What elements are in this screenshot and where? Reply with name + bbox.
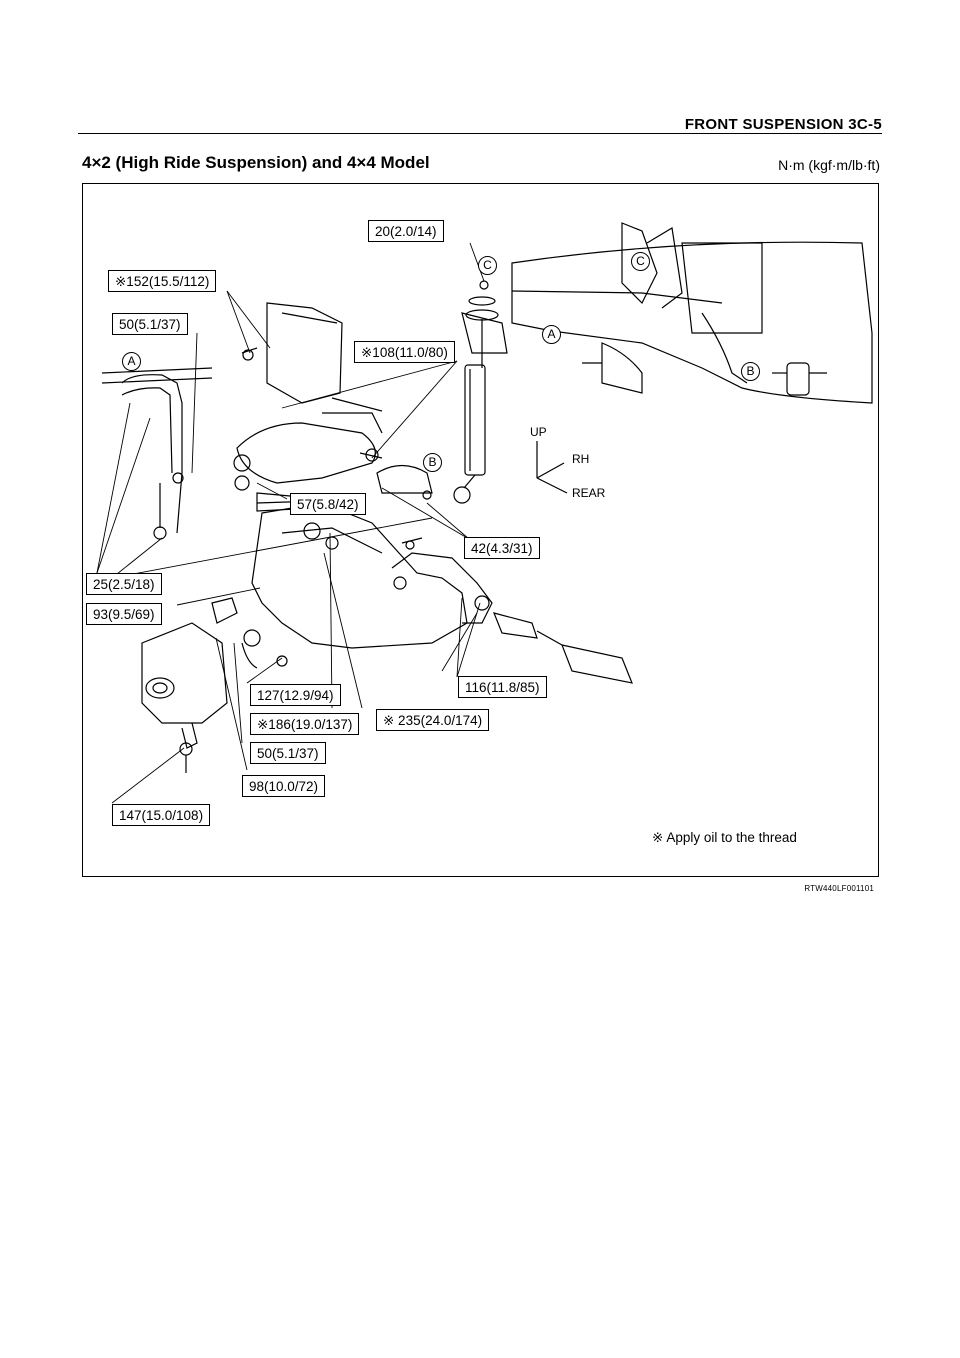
bump-stopper [376,464,433,500]
suspension-diagram [96,222,873,804]
torque-label-upper-arm-bracket: ※152(15.5/112) [108,270,217,292]
stabilizer-bar [101,367,213,540]
axis-label-rh: RH [572,452,590,466]
torsion-bar [493,612,633,684]
torque-label-stabilizer-link-lower: 93(9.5/69) [86,603,162,625]
upper-control-arm [233,302,383,491]
torque-label-upper-ball-joint: 57(5.8/42) [290,493,366,515]
ref-mark-a-stabilizer: A [122,352,141,371]
lower-control-arm [251,492,493,649]
axis-label-up: UP [530,425,547,439]
frame-rail [511,222,873,404]
oil-note: ※ Apply oil to the thread [652,830,797,845]
figure-frame [82,183,879,877]
torque-label-upper-arm-pivot: ※108(11.0/80) [354,341,455,363]
torque-label-knuckle: 98(10.0/72) [242,775,326,797]
torque-label-tie-rod-end: 147(15.0/108) [112,804,211,826]
steering-knuckle [141,597,288,773]
torque-label-lower-ball-joint: 127(12.9/94) [250,684,341,706]
header-rule [78,133,882,134]
axis-triad [536,441,568,494]
ref-mark-a-frame: A [542,325,561,344]
header-title: FRONT SUSPENSION 3C-5 [684,116,882,133]
shock-absorber [453,280,508,504]
ref-mark-c-shock: C [478,256,497,275]
axis-label-rear: REAR [572,486,606,500]
torque-label-shock-lower: 50(5.1/37) [250,742,326,764]
ref-mark-b-bump: B [423,453,442,472]
torque-label-shock-upper: 20(2.0/14) [368,220,444,242]
figure-id: RTW440LF001101 [804,884,874,893]
torque-label-bump-stopper: 42(4.3/31) [464,537,540,559]
torque-label-stabilizer-bracket: 25(2.5/18) [86,573,162,595]
torque-label-lower-arm-rear: ※ 235(24.0/174) [376,709,490,731]
torque-label-stabilizer-link-upper: 50(5.1/37) [112,313,188,335]
leader-lines [96,242,485,804]
ref-mark-c-frame: C [631,252,650,271]
units-label: N·m (kgf·m/lb·ft) [778,157,880,173]
ref-mark-b-frame: B [741,362,760,381]
torque-label-torsion-bar: 116(11.8/85) [458,676,547,698]
torque-label-lower-arm-front: ※186(19.0/137) [250,713,360,735]
section-title: 4×2 (High Ride Suspension) and 4×4 Model [82,153,430,172]
